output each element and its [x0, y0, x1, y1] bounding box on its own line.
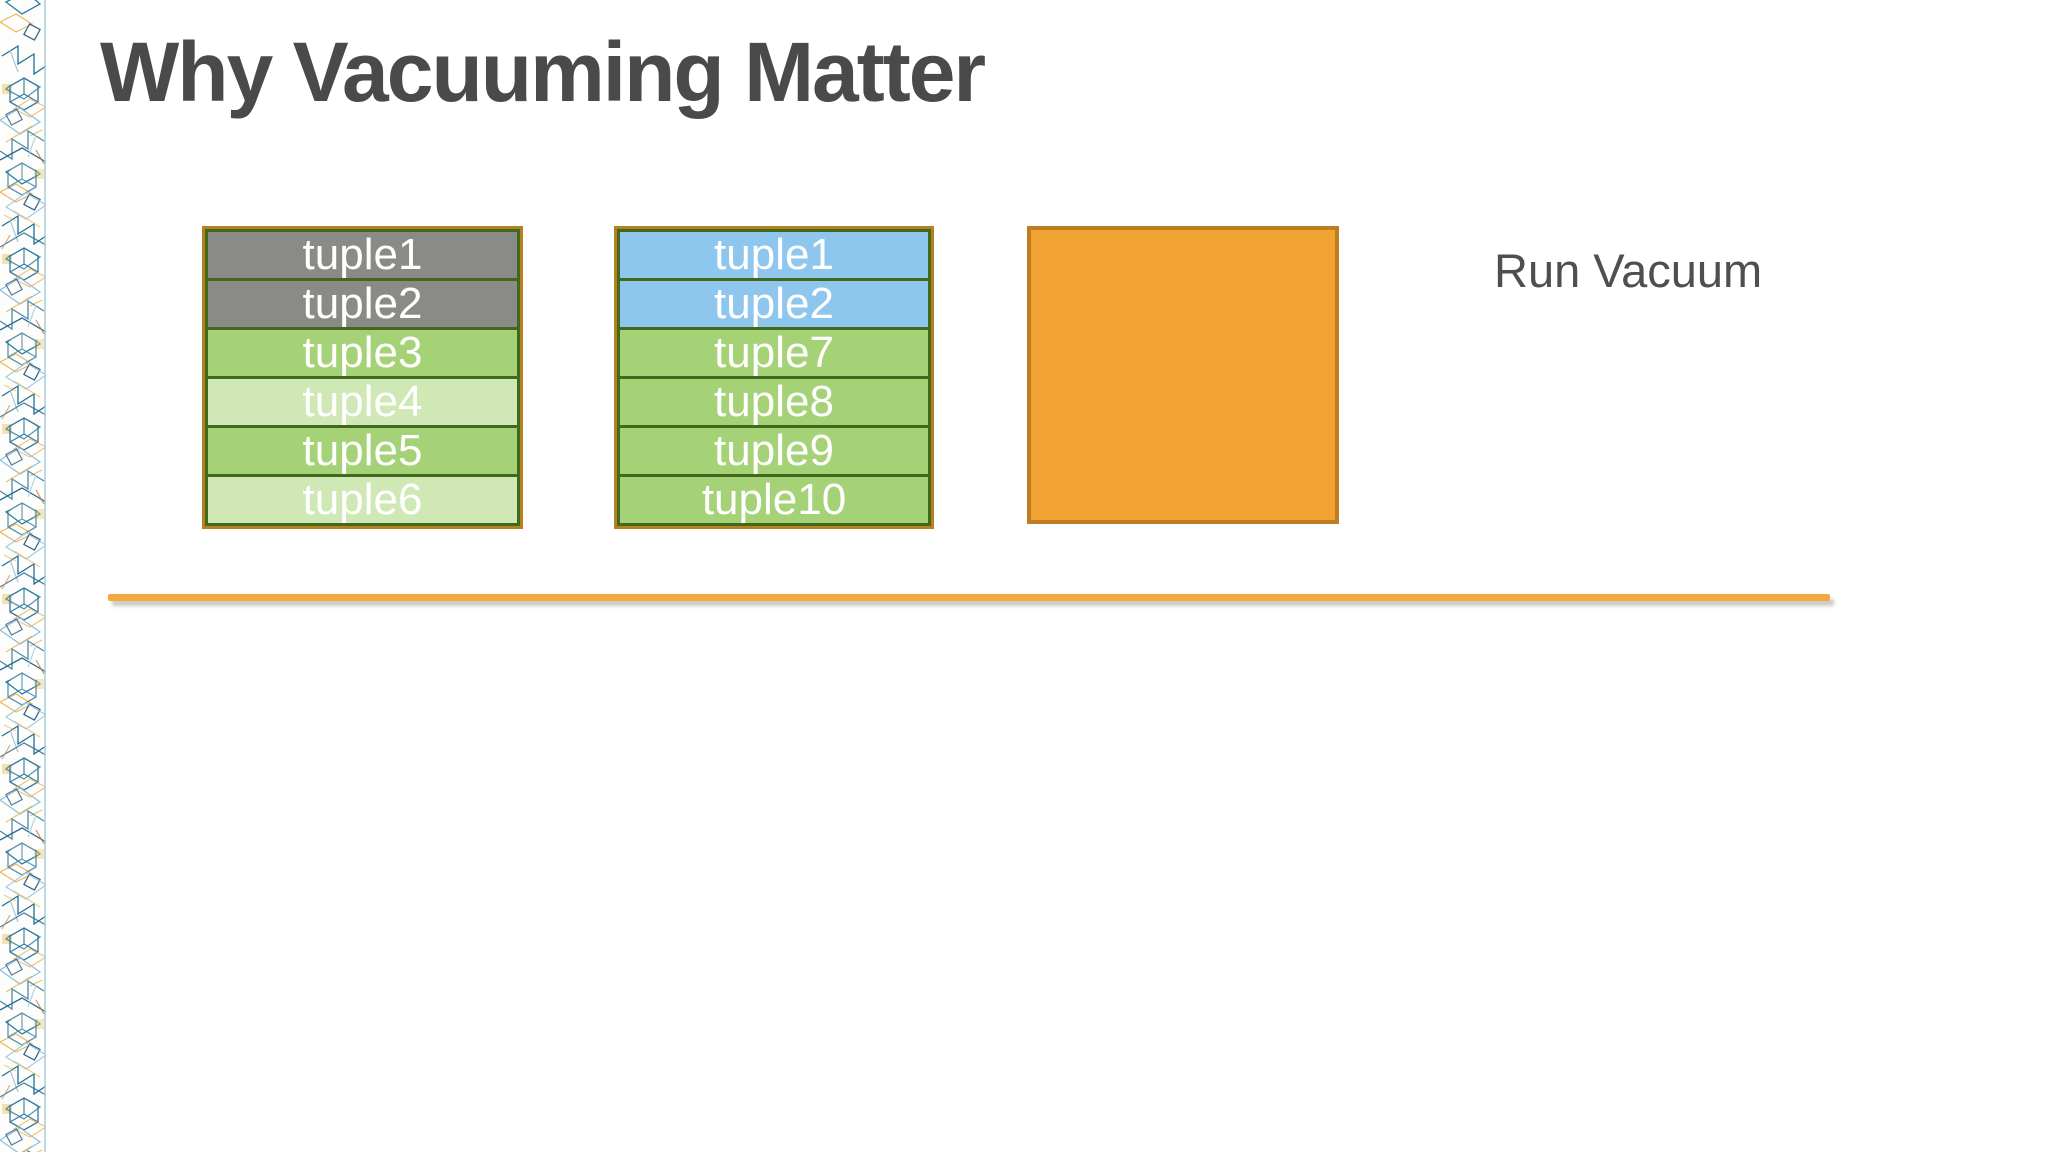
tuple-row: tuple7 [617, 327, 931, 379]
tuple-row: tuple6 [205, 474, 520, 526]
slide-title: Why Vacuuming Matter [100, 25, 986, 119]
run-vacuum-label: Run Vacuum [1494, 244, 1763, 297]
tuple-row: tuple3 [205, 327, 520, 379]
tuple-row: tuple10 [617, 474, 931, 526]
tuple-row: tuple9 [617, 425, 931, 477]
tuple-row: tuple1 [205, 229, 520, 281]
tuple-row: tuple2 [617, 278, 931, 330]
heap-page-empty [1027, 226, 1339, 524]
tuple-row: tuple2 [205, 278, 520, 330]
tuple-row: tuple5 [205, 425, 520, 477]
tuple-row: tuple1 [617, 229, 931, 281]
tuple-row: tuple4 [205, 376, 520, 428]
tuple-row: tuple8 [617, 376, 931, 428]
divider-line [108, 594, 1830, 601]
heap-page-after-update: tuple1 tuple2 tuple7 tuple8 tuple9 tuple… [614, 226, 934, 529]
decorative-pattern-strip [0, 0, 46, 1157]
heap-page-before: tuple1 tuple2 tuple3 tuple4 tuple5 tuple… [202, 226, 523, 529]
geometric-pattern-icon [0, 0, 46, 1157]
